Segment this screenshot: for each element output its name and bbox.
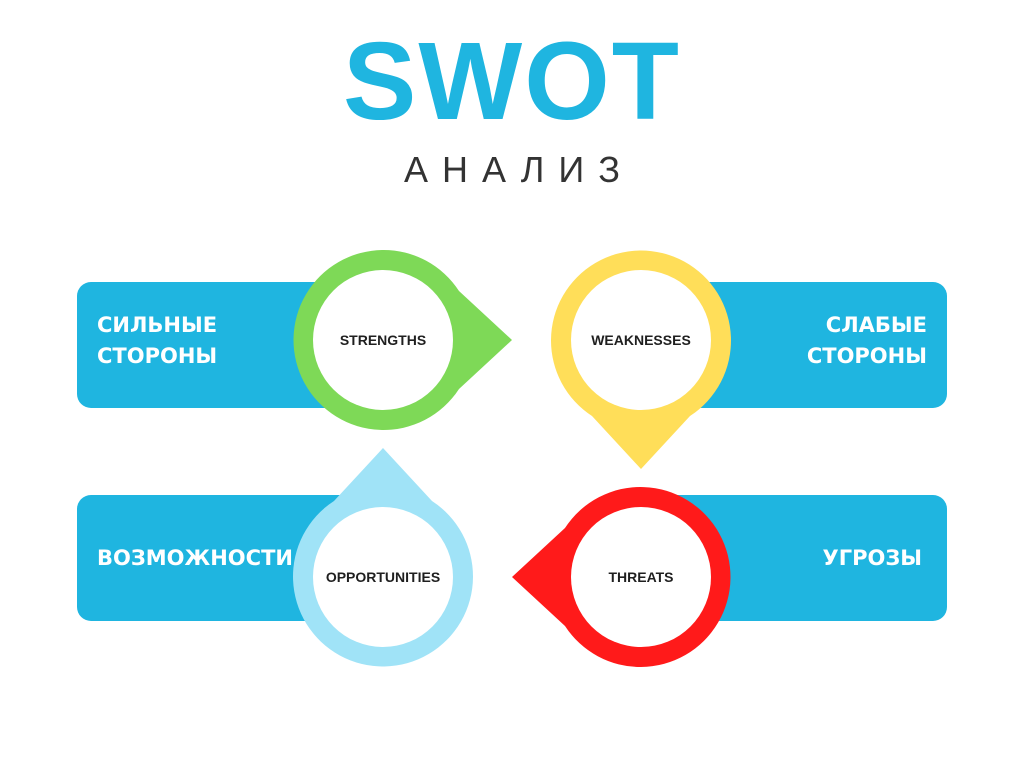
circle-label-weaknesses: WEAKNESSES <box>591 332 691 348</box>
circle-label-opportunities: OPPORTUNITIES <box>325 569 441 585</box>
diagram-title: SWOT <box>343 20 681 143</box>
inner-circle-opportunities <box>313 507 453 647</box>
circle-label-threats: THREATS <box>608 569 674 585</box>
circle-label-strengths: STRENGTHS <box>339 332 427 348</box>
inner-circle-threats <box>571 507 711 647</box>
inner-circle-strengths <box>313 270 453 410</box>
label-ru-opportunities: ВОЗМОЖНОСТИ <box>97 546 293 570</box>
inner-circle-weaknesses <box>571 270 711 410</box>
label-ru-weaknesses: СЛАБЫЕ СТОРОНЫ <box>806 313 927 368</box>
label-ru-strengths: СИЛЬНЫЕ СТОРОНЫ <box>97 313 218 368</box>
label-ru-threats: УГРОЗЫ <box>822 546 923 570</box>
diagram-subtitle: АНАЛИЗ <box>403 149 635 190</box>
